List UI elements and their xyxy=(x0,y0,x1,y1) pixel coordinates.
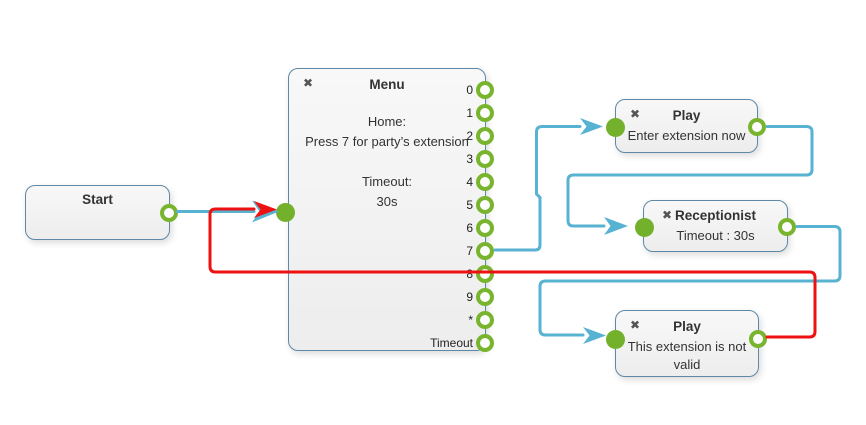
port-ring[interactable] xyxy=(476,81,494,99)
menu-port-7[interactable]: 7 xyxy=(466,242,494,260)
port-ring[interactable] xyxy=(476,150,494,168)
receptionist-input-port[interactable] xyxy=(634,217,654,237)
menu-port-star[interactable]: * xyxy=(468,311,494,329)
menu-line: Timeout: xyxy=(361,174,413,189)
port-ring[interactable] xyxy=(476,334,494,352)
menu-port-4[interactable]: 4 xyxy=(466,173,494,191)
menu-line: Press 7 for party’s extension xyxy=(305,134,469,149)
arrowhead-play-enter-to-receptionist xyxy=(604,217,628,235)
port-ring[interactable] xyxy=(476,104,494,122)
play-invalid-output-port[interactable] xyxy=(749,330,767,348)
node-menu-title: Menu xyxy=(369,77,405,92)
port-ring[interactable] xyxy=(476,219,494,237)
close-icon[interactable]: ✖ xyxy=(630,318,641,332)
arrowhead-menu7-to-play-enter xyxy=(580,118,603,135)
node-start-title: Start xyxy=(82,192,113,207)
port-ring[interactable] xyxy=(476,265,494,283)
play-enter-input-port[interactable] xyxy=(605,117,625,137)
port-ring[interactable] xyxy=(476,242,494,260)
menu-description: Home: Press 7 for party’s extension Time… xyxy=(289,112,485,212)
node-menu[interactable]: ✖ Menu Home: Press 7 for party’s extensi… xyxy=(275,68,494,352)
port-ring[interactable] xyxy=(476,173,494,191)
node-receptionist-body: Timeout : 30s xyxy=(676,228,755,243)
close-icon[interactable]: ✖ xyxy=(662,208,673,222)
port-ring[interactable] xyxy=(476,288,494,306)
menu-port-2[interactable]: 2 xyxy=(466,127,494,145)
menu-port-1[interactable]: 1 xyxy=(466,104,494,122)
menu-line: Home: xyxy=(367,114,407,129)
menu-port-8[interactable]: 8 xyxy=(466,265,494,283)
menu-port-9[interactable]: 9 xyxy=(466,288,494,306)
menu-port-5[interactable]: 5 xyxy=(466,196,494,214)
start-output-port[interactable] xyxy=(160,203,178,222)
receptionist-output-port[interactable] xyxy=(778,218,796,236)
node-play-enter-body: Enter extension now xyxy=(627,128,746,143)
close-icon[interactable]: ✖ xyxy=(303,76,314,90)
node-play-enter[interactable]: ✖ Play Enter extension now xyxy=(605,99,766,153)
arrowhead-receptionist-to-play-invalid xyxy=(583,327,606,344)
port-ring[interactable] xyxy=(476,196,494,214)
node-play-invalid-body: This extension is not valid xyxy=(627,339,747,372)
node-receptionist[interactable]: ✖ Receptionist Timeout : 30s xyxy=(634,200,796,252)
menu-line: 30s xyxy=(376,194,398,209)
node-play-invalid-title: Play xyxy=(673,319,701,334)
node-receptionist-title: Receptionist xyxy=(674,208,756,223)
menu-port-6[interactable]: 6 xyxy=(466,219,494,237)
node-play-invalid[interactable]: ✖ Play This extension is not valid xyxy=(605,310,767,377)
node-start[interactable]: Start xyxy=(25,185,178,240)
port-ring[interactable] xyxy=(476,127,494,145)
menu-port-timeout[interactable]: Timeout xyxy=(430,334,494,352)
arrowhead-start-to-menu xyxy=(252,200,279,223)
menu-line xyxy=(289,152,485,172)
node-play-enter-title: Play xyxy=(672,108,701,123)
arrowhead-play-invalid-to-menu xyxy=(254,201,277,218)
connector-menu7-to-play-enter[interactable] xyxy=(493,125,582,252)
menu-port-0[interactable]: 0 xyxy=(466,81,494,99)
play-invalid-input-port[interactable] xyxy=(605,329,625,349)
port-ring[interactable] xyxy=(476,311,494,329)
menu-input-port[interactable] xyxy=(275,202,295,222)
close-icon[interactable]: ✖ xyxy=(630,107,641,121)
menu-port-3[interactable]: 3 xyxy=(466,150,494,168)
play-enter-output-port[interactable] xyxy=(748,118,766,136)
